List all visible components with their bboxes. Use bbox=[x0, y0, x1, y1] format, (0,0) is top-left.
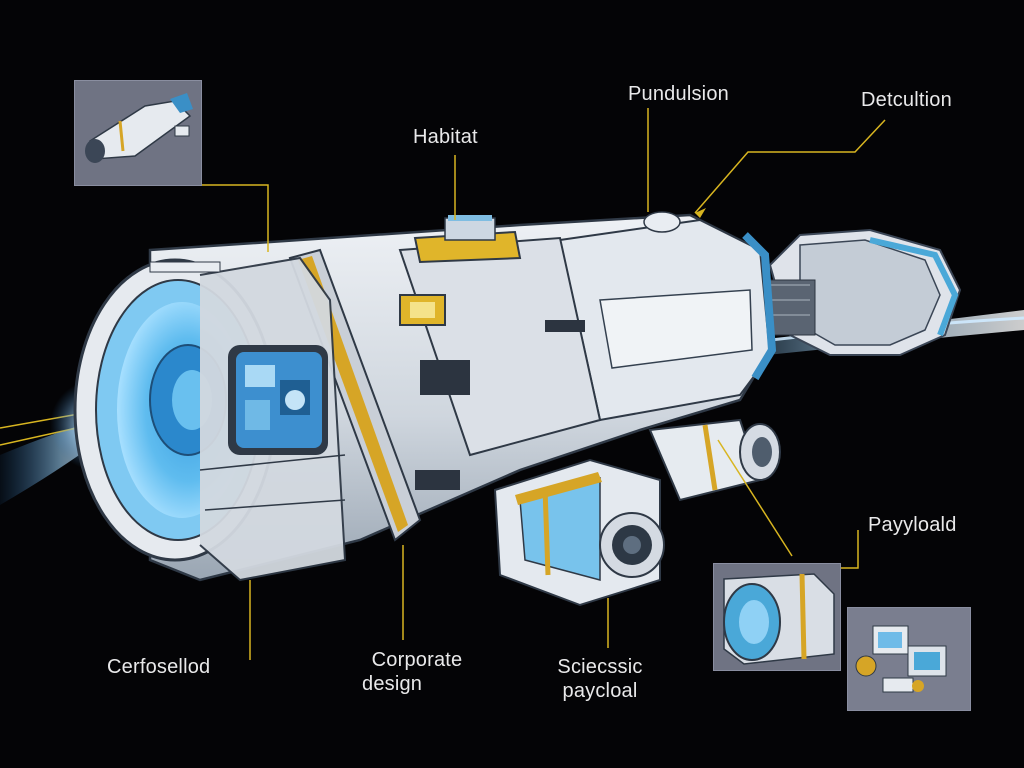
inset-payload-detail bbox=[713, 563, 841, 671]
label-habitat: Habitat bbox=[413, 126, 478, 148]
front-ring bbox=[73, 256, 347, 582]
label-scientific-payload: Sciecssic paycloal bbox=[545, 655, 655, 703]
science-payload-module bbox=[493, 458, 665, 607]
detection-module bbox=[744, 228, 962, 356]
label-corporate-design: Corporate design bbox=[352, 648, 482, 696]
label-payload: Payyloald bbox=[868, 514, 957, 536]
label-corporate-line2: design bbox=[362, 673, 423, 695]
label-science-line2: paycloal bbox=[562, 680, 638, 702]
leader-lines bbox=[200, 108, 886, 660]
label-propulsion: Pundulsion bbox=[628, 83, 729, 105]
inset-station-overview bbox=[74, 80, 202, 186]
payload-cylinder bbox=[648, 418, 781, 502]
label-science-line1: Sciecssic bbox=[557, 656, 643, 678]
label-corporate-line1: Corporate bbox=[371, 649, 463, 671]
inset-payload-components bbox=[847, 607, 971, 711]
label-cerfoselled: Cerfosellod bbox=[107, 656, 211, 678]
label-detection: Detcultion bbox=[861, 89, 952, 111]
